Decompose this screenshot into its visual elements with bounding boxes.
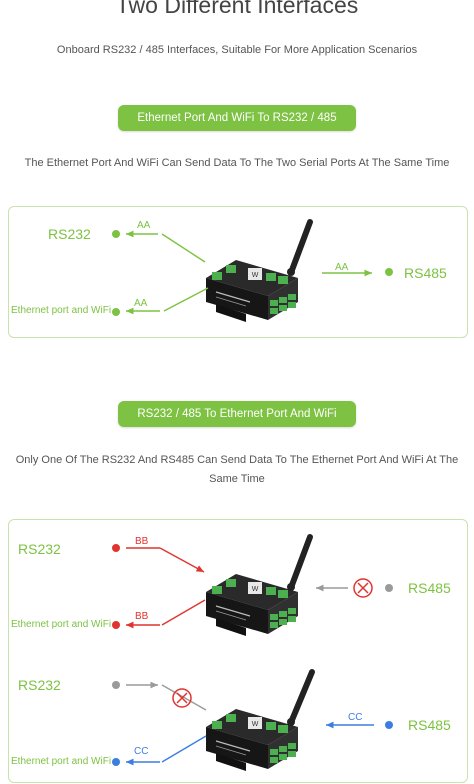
ethernet-wifi-label: Ethernet port and WiFi	[11, 305, 112, 316]
edge-label-ethernet-bottom: CC	[134, 746, 149, 757]
rs232-node-top	[112, 544, 120, 552]
blocked-icon	[172, 688, 192, 708]
edge-label-rs485: AA	[335, 262, 349, 273]
device-icon	[205, 573, 299, 637]
section2-mode-button[interactable]: RS232 / 485 To Ethernet Port And WiFi	[118, 401, 356, 427]
rs232-label-bottom: RS232	[18, 677, 61, 693]
rs485-node-bottom	[385, 721, 393, 729]
rs485-node-top	[385, 584, 393, 592]
ethernet-node-bottom	[112, 758, 120, 766]
rs232-node	[112, 230, 120, 238]
antenna-icon	[287, 219, 313, 276]
edge-label-rs232: AA	[137, 220, 151, 231]
arrow-rs232-to-device-top	[159, 547, 205, 573]
rs232-node-bottom	[112, 681, 120, 689]
link-rs232-device-bottom	[161, 684, 207, 711]
ethernet-node	[112, 308, 120, 316]
rs232-label: RS232	[48, 226, 91, 242]
section1-description: The Ethernet Port And WiFi Can Send Data…	[24, 157, 450, 169]
section1-panel	[8, 206, 468, 338]
antenna-icon	[287, 669, 315, 726]
ethernet-wifi-label-bottom: Ethernet port and WiFi	[11, 756, 112, 767]
blocked-icon	[353, 578, 373, 598]
rs232-label-top: RS232	[18, 541, 61, 557]
link-device-ethernet	[163, 287, 209, 312]
link-device-ethernet-bottom	[161, 735, 207, 763]
rs485-node	[385, 268, 393, 276]
link-device-ethernet-top	[161, 599, 206, 626]
edge-label-ethernet: AA	[134, 298, 148, 309]
antenna-icon	[287, 534, 313, 591]
section2-description-line2: Same Time	[209, 473, 265, 485]
rs485-label: RS485	[404, 265, 447, 281]
edge-label-rs232-top: BB	[135, 536, 149, 547]
device-icon	[205, 259, 299, 323]
section1-mode-button[interactable]: Ethernet Port And WiFi To RS232 / 485	[118, 105, 356, 131]
edge-label-ethernet-top: BB	[135, 611, 149, 622]
section2-description-line1: Only One Of The RS232 And RS485 Can Send…	[15, 454, 459, 466]
link-device-device	[161, 233, 206, 263]
page-subtitle: Onboard RS232 / 485 Interfaces, Suitable…	[56, 44, 418, 56]
rs485-label-bottom: RS485	[408, 717, 451, 733]
page-title: Two Different Interfaces	[115, 0, 359, 18]
edge-label-rs485-bottom: CC	[348, 712, 363, 723]
rs485-label-top: RS485	[408, 580, 451, 596]
device-icon	[205, 708, 299, 772]
ethernet-wifi-label-top: Ethernet port and WiFi	[11, 619, 112, 630]
section2-panel	[8, 519, 468, 783]
ethernet-node-top	[112, 621, 120, 629]
